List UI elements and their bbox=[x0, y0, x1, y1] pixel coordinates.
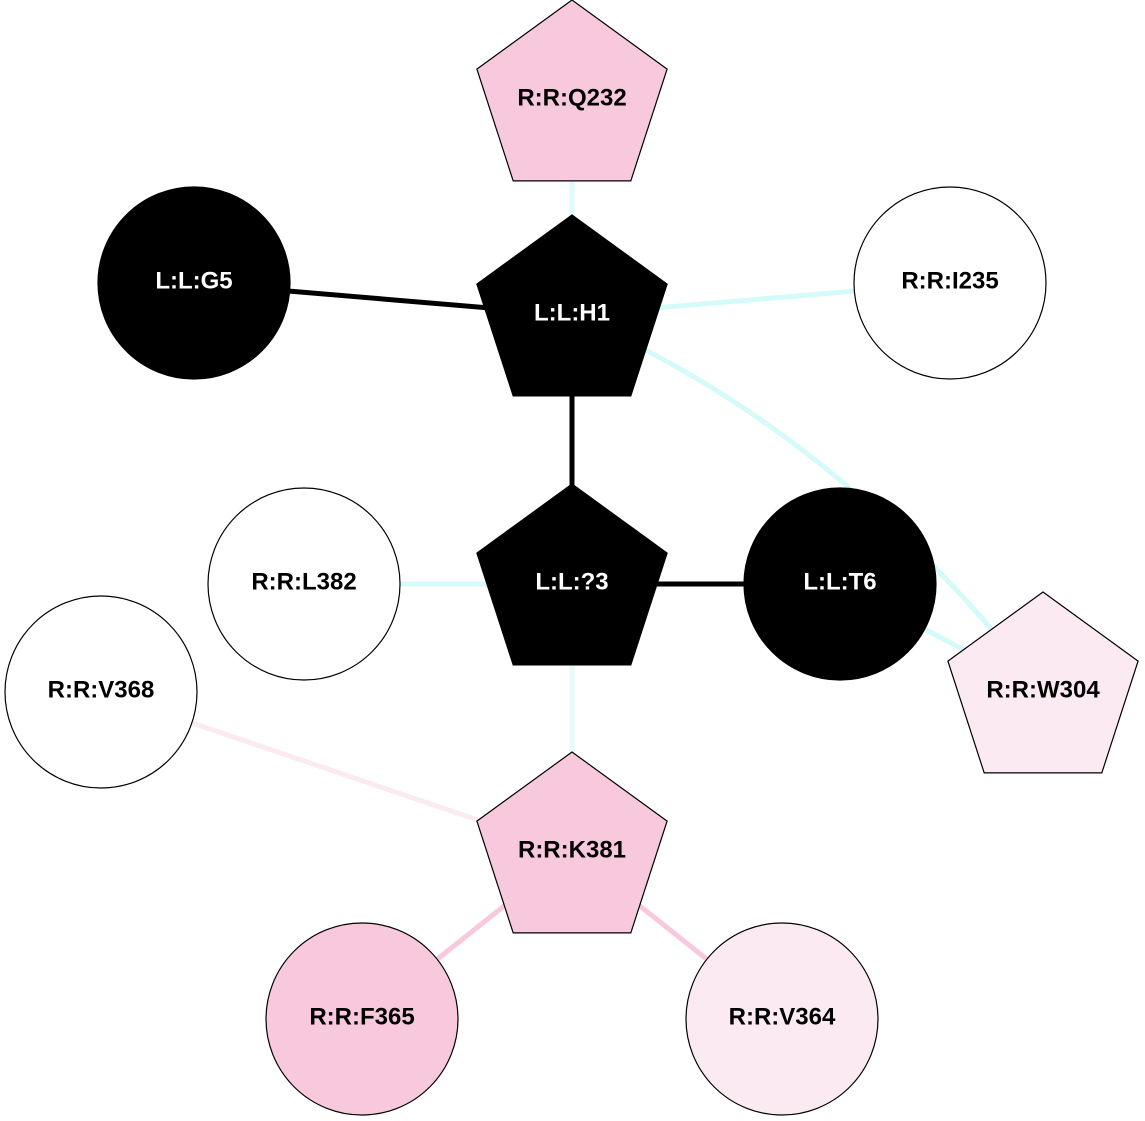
node-q3[interactable]: L:L:?3 bbox=[476, 483, 668, 666]
node-label: R:R:K381 bbox=[518, 837, 626, 864]
node-label: L:L:H1 bbox=[534, 300, 610, 327]
node-v364[interactable]: R:R:V364 bbox=[685, 922, 879, 1116]
node-v368[interactable]: R:R:V368 bbox=[4, 595, 198, 789]
node-circle bbox=[265, 922, 459, 1116]
node-circle bbox=[4, 595, 198, 789]
node-label: L:L:T6 bbox=[803, 569, 876, 596]
node-label: R:R:W304 bbox=[986, 677, 1100, 704]
node-label: R:R:F365 bbox=[309, 1004, 414, 1031]
node-pentagon bbox=[476, 751, 668, 934]
node-l382[interactable]: R:R:L382 bbox=[207, 487, 401, 681]
node-label: R:R:V364 bbox=[729, 1004, 836, 1031]
node-pentagon bbox=[476, 483, 668, 666]
node-w304[interactable]: R:R:W304 bbox=[947, 591, 1139, 774]
node-circle bbox=[743, 487, 937, 681]
node-label: R:R:L382 bbox=[251, 569, 356, 596]
node-label: L:L:G5 bbox=[155, 268, 232, 295]
node-label: L:L:?3 bbox=[535, 569, 608, 596]
node-k381[interactable]: R:R:K381 bbox=[476, 751, 668, 934]
node-label: R:R:I235 bbox=[901, 268, 998, 295]
node-t6[interactable]: L:L:T6 bbox=[743, 487, 937, 681]
node-i235[interactable]: R:R:I235 bbox=[853, 186, 1047, 380]
node-circle bbox=[97, 186, 291, 380]
node-pentagon bbox=[476, 214, 668, 397]
node-pentagon bbox=[947, 591, 1139, 774]
node-q232[interactable]: R:R:Q232 bbox=[476, 0, 668, 182]
node-h1[interactable]: L:L:H1 bbox=[476, 214, 668, 397]
node-f365[interactable]: R:R:F365 bbox=[265, 922, 459, 1116]
node-pentagon bbox=[476, 0, 668, 182]
node-label: R:R:V368 bbox=[48, 677, 155, 704]
node-circle bbox=[853, 186, 1047, 380]
node-g5[interactable]: L:L:G5 bbox=[97, 186, 291, 380]
node-circle bbox=[685, 922, 879, 1116]
node-circle bbox=[207, 487, 401, 681]
node-label: R:R:Q232 bbox=[517, 85, 626, 112]
